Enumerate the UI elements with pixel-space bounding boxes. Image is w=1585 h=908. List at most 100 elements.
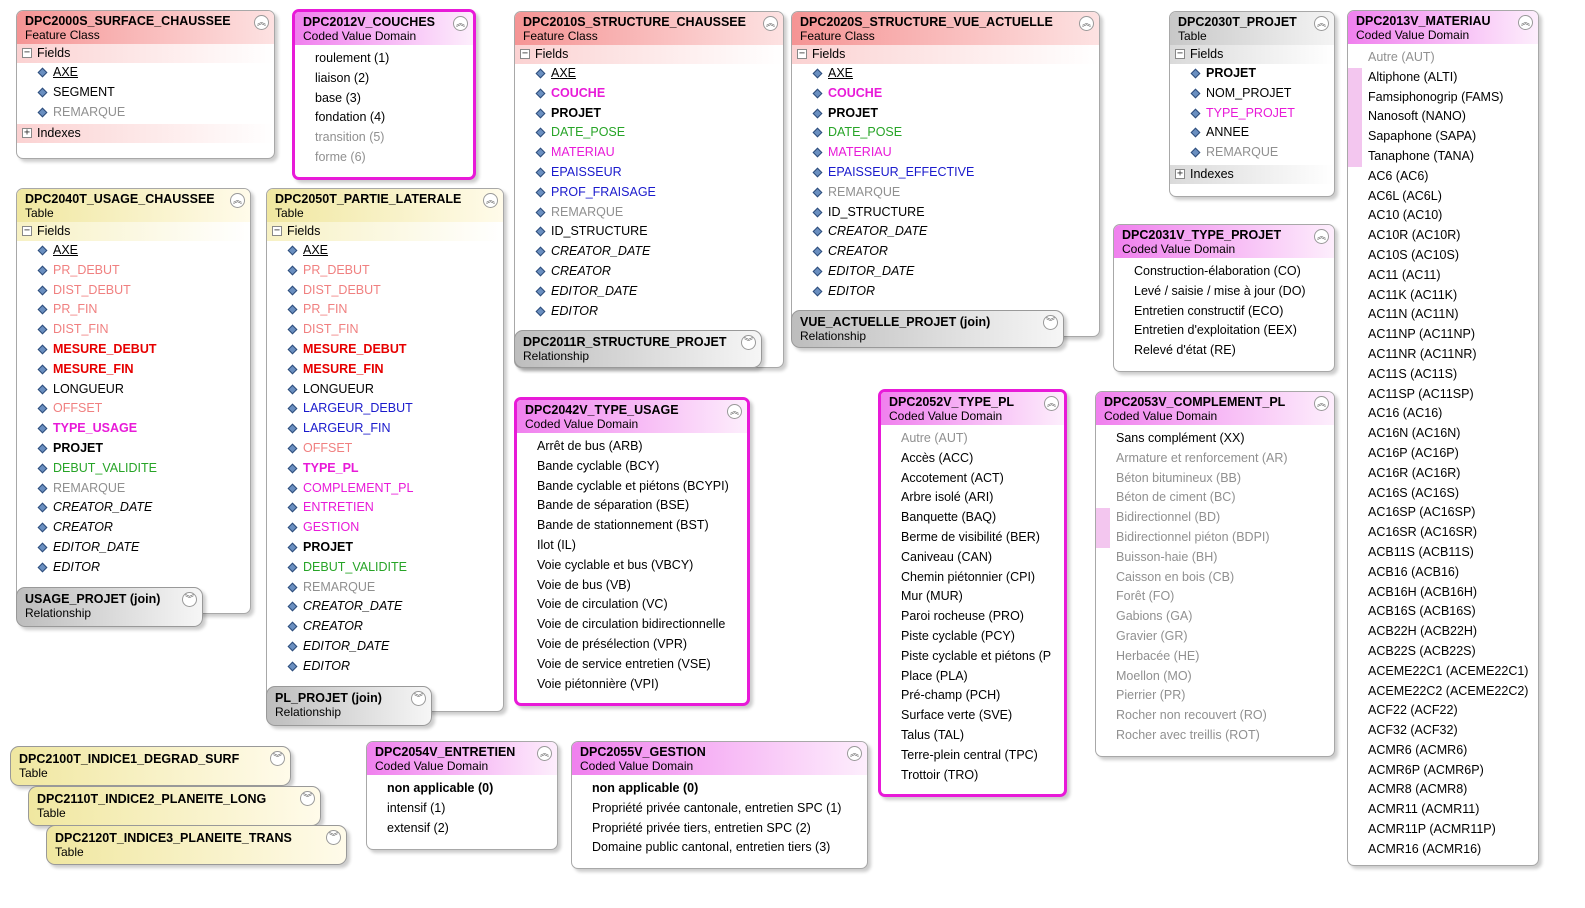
field-row[interactable]: REMARQUE	[17, 103, 274, 123]
coded-value[interactable]: Propriété privée cantonale, entretien SP…	[592, 800, 842, 815]
coded-value[interactable]: ACMR6P (ACMR6P)	[1368, 762, 1484, 777]
collapse-icon[interactable]: ︽	[453, 16, 468, 31]
field-row[interactable]: MESURE_DEBUT	[267, 340, 503, 360]
coded-value[interactable]: Tanaphone (TANA)	[1348, 146, 1538, 167]
coded-value[interactable]: Bande cyclable et piétons (BCYPI)	[537, 478, 729, 493]
field-row[interactable]: CREATOR	[17, 518, 250, 538]
collapse-icon[interactable]: ︽	[1044, 396, 1059, 411]
coded-value[interactable]: AC10S (AC10S)	[1368, 247, 1460, 262]
field-row[interactable]: REMARQUE	[1170, 143, 1334, 163]
field-row[interactable]: OFFSET	[267, 439, 503, 459]
coded-value[interactable]: AC11NR (AC11NR)	[1368, 346, 1477, 361]
field-row[interactable]: DEBUT_VALIDITE	[17, 459, 250, 479]
field-row[interactable]: EDITOR_DATE	[17, 538, 250, 558]
coded-value[interactable]: ACEME22C2 (ACEME22C2)	[1368, 683, 1529, 698]
collapse-minus-icon[interactable]: −	[520, 48, 530, 59]
coded-value[interactable]: Autre (AUT)	[901, 431, 968, 445]
coded-value[interactable]: AC16P (AC16P)	[1368, 445, 1459, 460]
field-row[interactable]: EDITOR	[515, 302, 783, 322]
coded-value[interactable]: Accès (ACC)	[901, 450, 974, 465]
collapse-icon[interactable]: ︽	[254, 15, 269, 30]
field-row[interactable]: REMARQUE	[515, 203, 783, 223]
field-row[interactable]: DIST_DEBUT	[267, 281, 503, 301]
coded-value[interactable]: Berme de visibilité (BER)	[901, 529, 1040, 544]
coded-value[interactable]: Construction-élaboration (CO)	[1134, 264, 1301, 278]
expand-icon[interactable]: ︾	[300, 791, 315, 806]
coded-value[interactable]: ACF22 (ACF22)	[1368, 703, 1458, 718]
field-row[interactable]: CREATOR_DATE	[17, 498, 250, 518]
coded-value[interactable]: AC11K (AC11K)	[1368, 287, 1458, 302]
expand-plus-icon[interactable]: +	[22, 127, 32, 139]
coded-value[interactable]: AC11N (AC11N)	[1368, 307, 1459, 322]
field-row[interactable]: DATE_POSE	[792, 123, 1099, 143]
coded-value[interactable]: Banquette (BAQ)	[901, 510, 997, 525]
coded-value[interactable]: ACMR6 (ACMR6)	[1368, 742, 1468, 757]
coded-value[interactable]: Voie de circulation (VC)	[537, 597, 668, 612]
field-row[interactable]: ANNEE	[1170, 123, 1334, 143]
coded-value[interactable]: AC11 (AC11)	[1368, 267, 1441, 282]
coded-value[interactable]: Caniveau (CAN)	[901, 549, 993, 564]
coded-value[interactable]: base (3)	[315, 90, 361, 105]
coded-value[interactable]: AC11S (AC11S)	[1368, 366, 1458, 381]
coded-value[interactable]: Entretien d'exploitation (EEX)	[1134, 323, 1297, 338]
field-row[interactable]: AXE	[17, 63, 274, 83]
field-row[interactable]: DIST_DEBUT	[17, 281, 250, 301]
coded-value[interactable]: Bande de séparation (BSE)	[537, 498, 690, 513]
coded-value[interactable]: Bande de stationnement (BST)	[537, 518, 709, 533]
coded-value[interactable]: Trottoir (TRO)	[901, 767, 979, 782]
coded-value[interactable]: AC16S (AC16S)	[1368, 485, 1460, 500]
coded-value[interactable]: Bande cyclable (BCY)	[537, 458, 660, 473]
field-row[interactable]: EDITOR	[267, 657, 503, 677]
coded-value[interactable]: Terre-plein central (TPC)	[901, 747, 1038, 762]
coded-value[interactable]: ACB16H (ACB16H)	[1368, 584, 1478, 599]
expand-icon[interactable]: ︾	[270, 751, 285, 766]
expand-icon[interactable]: ︾	[182, 592, 197, 607]
expand-icon[interactable]: ︾	[741, 335, 756, 350]
field-row[interactable]: PROJET	[1170, 64, 1334, 84]
collapse-minus-icon[interactable]: −	[22, 225, 32, 236]
coded-value[interactable]: Caisson en bois (CB)	[1116, 569, 1235, 584]
coded-value[interactable]: AC10R (AC10R)	[1368, 228, 1461, 243]
coded-value[interactable]: ACMR11P (ACMR11P)	[1368, 822, 1496, 837]
coded-value[interactable]: AC11SP (AC11SP)	[1368, 386, 1474, 401]
coded-value[interactable]: Mur (MUR)	[901, 589, 963, 604]
coded-value[interactable]: Ilot (IL)	[537, 537, 576, 552]
field-row[interactable]: CREATOR	[792, 242, 1099, 262]
coded-value[interactable]: Sapaphone (SAPA)	[1348, 127, 1538, 147]
field-row[interactable]: MESURE_FIN	[17, 360, 250, 380]
coded-value[interactable]: Béton de ciment (BC)	[1116, 490, 1236, 505]
coded-value[interactable]: Voie piétonnière (VPI)	[537, 676, 659, 691]
field-row[interactable]: LARGEUR_FIN	[267, 419, 503, 439]
coded-value[interactable]: Bidirectionnel piéton (BDPI)	[1096, 527, 1334, 548]
coded-value[interactable]: roulement (1)	[315, 51, 390, 65]
coded-value[interactable]: Levé / saisie / mise à jour (DO)	[1134, 283, 1306, 298]
field-row[interactable]: DEBUT_VALIDITE	[267, 558, 503, 578]
indexes-section[interactable]: +Indexes	[1170, 164, 1334, 184]
field-row[interactable]: TYPE_PL	[267, 459, 503, 479]
coded-value[interactable]: AC16 (AC16)	[1368, 406, 1443, 421]
coded-value[interactable]: Surface verte (SVE)	[901, 708, 1013, 723]
field-row[interactable]: PROJET	[792, 104, 1099, 124]
coded-value[interactable]: ACMR16 (ACMR16)	[1368, 841, 1482, 856]
field-row[interactable]: REMARQUE	[792, 183, 1099, 203]
collapse-icon[interactable]: ︽	[847, 746, 862, 761]
collapse-icon[interactable]: ︽	[1314, 229, 1329, 244]
coded-value[interactable]: transition (5)	[315, 130, 385, 145]
coded-value[interactable]: Béton bitumineux (BB)	[1116, 470, 1242, 485]
collapse-icon[interactable]: ︽	[763, 16, 778, 31]
field-row[interactable]: EDITOR	[17, 558, 250, 578]
coded-value[interactable]: Place (PLA)	[901, 668, 968, 683]
